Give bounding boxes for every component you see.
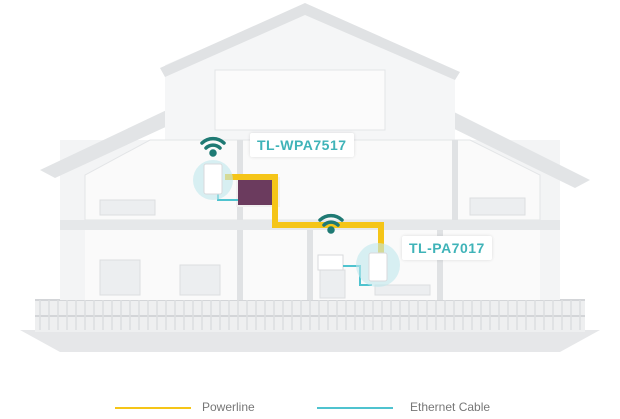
tl-pa7017-device — [368, 252, 388, 282]
furniture — [99, 197, 526, 299]
powerline-cable — [225, 174, 384, 253]
wifi-icon — [200, 136, 226, 157]
tl-wpa7517-device — [203, 163, 223, 195]
powerline-legend-label: Powerline — [202, 400, 255, 414]
upper-roof — [160, 3, 460, 80]
deck — [20, 330, 600, 352]
router — [317, 254, 344, 271]
wifi-icon — [318, 213, 344, 234]
ethernet-legend-swatch — [317, 407, 393, 409]
ethernet-legend-label: Ethernet Cable — [410, 400, 491, 414]
device-label-tl-wpa7517: TL-WPA7517 — [250, 133, 354, 157]
powerline-legend-swatch — [115, 407, 191, 409]
device-label-tl-pa7017: TL-PA7017 — [402, 236, 492, 260]
attic-room — [214, 69, 386, 131]
